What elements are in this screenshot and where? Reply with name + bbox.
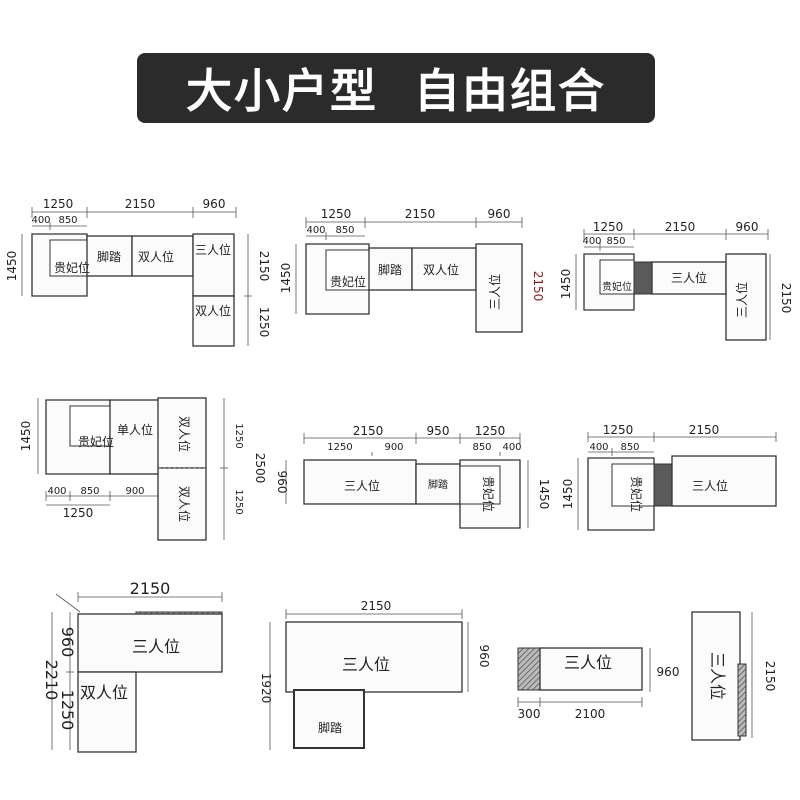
layout-9: 300 2100 960 三人位 <box>517 647 680 721</box>
layout-6: 1250 2150 400 850 1450 贵妃位 三人位 <box>561 423 777 531</box>
dim-top-2: 950 <box>427 424 450 438</box>
seat-footrest: 脚踏 <box>378 262 402 277</box>
dim-top-1: 1250 <box>321 207 352 221</box>
dim-left: 1920 <box>259 673 273 704</box>
dim-sub-2: 850 <box>58 215 77 226</box>
seat-triple: 三人位 <box>132 637 180 656</box>
seat-chaise: 贵妃位 <box>481 476 496 512</box>
dim-top-3: 960 <box>736 220 759 234</box>
dim-right-2: 1250 <box>233 489 244 514</box>
dim-top-2: 2150 <box>125 197 156 211</box>
layout-8: 2150 1920 960 三人位 脚踏 <box>259 599 491 750</box>
seat-double-2: 双人位 <box>177 486 192 522</box>
page-title: 大小户型 自由组合 <box>185 64 607 118</box>
seat-double: 双人位 <box>80 683 128 702</box>
dim-bottom-2: 2100 <box>575 707 606 721</box>
dim-sub-1: 400 <box>582 236 601 247</box>
seat-triple: 三人位 <box>671 270 707 285</box>
seat-double: 双人位 <box>423 262 459 277</box>
dim-sub-2: 900 <box>384 442 403 453</box>
seat-double: 双人位 <box>138 249 174 264</box>
dim-left: 1450 <box>561 479 575 510</box>
seat-double: 双人位 <box>177 416 192 452</box>
seat-triple: 三人位 <box>564 653 612 672</box>
dim-sub-1: 400 <box>31 215 50 226</box>
dim-left: 1450 <box>279 263 293 294</box>
dim-left-2: 1250 <box>58 690 77 731</box>
seat-chaise: 贵妃位 <box>330 274 366 289</box>
dim-left: 1450 <box>559 269 573 300</box>
title-banner: 大小户型 自由组合 <box>137 53 655 123</box>
dim-right: 960 <box>477 645 491 668</box>
seat-triple: 三人位 <box>708 652 727 700</box>
dim-left: 1450 <box>19 421 33 452</box>
dim-top-2: 2150 <box>689 423 720 437</box>
seat-triple: 三人位 <box>487 274 502 310</box>
dim-left-total: 2210 <box>42 660 61 701</box>
layout-2: 1250 2150 960 400 850 1450 2150 贵妃位 脚踏 双… <box>279 207 545 333</box>
dim-left-1: 960 <box>58 627 77 658</box>
seat-chaise: 贵妃位 <box>602 280 632 293</box>
seat-triple: 三人位 <box>195 242 231 257</box>
dim-sub-4: 400 <box>502 442 521 453</box>
dim-top-1: 1250 <box>603 423 634 437</box>
seat-triple-2: 三人位 <box>734 282 749 318</box>
dim-top-1: 1250 <box>593 220 624 234</box>
dim-sub-2: 850 <box>620 442 639 453</box>
dim-right: 1450 <box>537 479 551 510</box>
dim-top: 2150 <box>361 599 392 613</box>
seat-footrest: 脚踏 <box>318 720 342 735</box>
dim-top-3: 1250 <box>475 424 506 438</box>
dim-right-total: 2500 <box>253 453 267 484</box>
dim-top-3: 960 <box>203 197 226 211</box>
dim-right-1: 1250 <box>233 423 244 448</box>
dim-top-2: 2150 <box>405 207 436 221</box>
dim-sub-3: 850 <box>472 442 491 453</box>
layout-5: 2150 950 1250 1250 900 850 400 960 1450 … <box>275 424 551 529</box>
dim-sub-1: 1250 <box>327 442 352 453</box>
dim-left: 1450 <box>5 251 19 282</box>
dim-top-1: 1250 <box>43 197 74 211</box>
dim-bottom-sub-3: 900 <box>125 486 144 497</box>
seat-chaise: 贵妃位 <box>629 476 644 512</box>
dim-sub-1: 400 <box>589 442 608 453</box>
dim-left: 960 <box>275 471 289 494</box>
layout-1: 1250 2150 960 400 850 1450 2150 1250 贵妃位… <box>5 197 271 347</box>
dim-right: 2150 <box>779 283 793 314</box>
dim-bottom: 1250 <box>63 506 94 520</box>
seat-double-2: 双人位 <box>195 303 231 318</box>
seat-chaise: 贵妃位 <box>78 434 114 449</box>
seat-triple: 三人位 <box>342 655 390 674</box>
dim-right-1: 2150 <box>257 251 271 282</box>
dim-top-1: 2150 <box>353 424 384 438</box>
dim-top: 2150 <box>130 579 171 598</box>
layout-10: 2150 三人位 <box>691 611 777 741</box>
dim-sub-2: 850 <box>335 225 354 236</box>
dim-sub-1: 400 <box>306 225 325 236</box>
dim-bottom-1: 300 <box>518 707 541 721</box>
dim-right: 2150 <box>763 661 777 692</box>
seat-chaise: 贵妃位 <box>54 260 90 275</box>
dim-right-2: 1250 <box>257 307 271 338</box>
layout-4: 1450 1250 1250 2500 400 850 900 1250 贵妃位… <box>19 397 267 541</box>
dim-top-3: 960 <box>488 207 511 221</box>
seat-footrest: 脚踏 <box>428 478 448 491</box>
dim-sub-2: 850 <box>606 236 625 247</box>
dim-top-2: 2150 <box>665 220 696 234</box>
layout-7: 2150 2210 960 1250 三人位 双人位 <box>42 579 223 753</box>
layout-3: 1250 2150 960 400 850 1450 2150 贵妃位 三人位 … <box>559 220 793 341</box>
seat-triple: 三人位 <box>344 478 380 493</box>
dim-right-accent: 2150 <box>531 271 545 302</box>
seat-triple: 三人位 <box>692 478 728 493</box>
dim-right: 960 <box>657 665 680 679</box>
seat-footrest: 脚踏 <box>97 249 121 264</box>
dim-bottom-sub-2: 850 <box>80 486 99 497</box>
dim-bottom-sub-1: 400 <box>47 486 66 497</box>
seat-single: 单人位 <box>117 422 153 437</box>
